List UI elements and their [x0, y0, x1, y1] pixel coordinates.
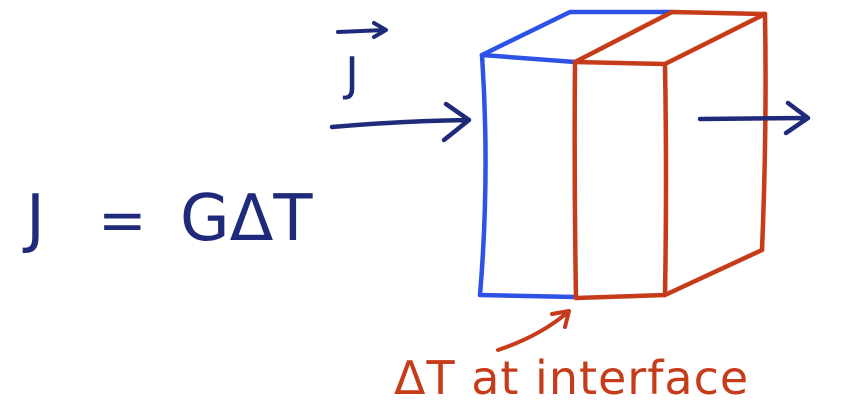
interface-caption: ΔT at interface [394, 351, 749, 403]
equation-lhs: J [22, 182, 45, 256]
left-material-block [477, 9, 675, 300]
vector-overarrow-icon [336, 21, 388, 39]
equation-equals: = [98, 186, 147, 254]
equation-rhs: GΔT [180, 182, 313, 256]
flux-vector-letter: J [342, 47, 359, 101]
incoming-flux-arrow-icon [329, 101, 472, 143]
flux-vector-label: J [336, 21, 388, 101]
right-material-block [572, 9, 768, 301]
outgoing-flux-arrow-icon [697, 100, 811, 136]
equation: J = GΔT [22, 182, 313, 256]
interface-pointer-arrow-icon [496, 309, 571, 352]
